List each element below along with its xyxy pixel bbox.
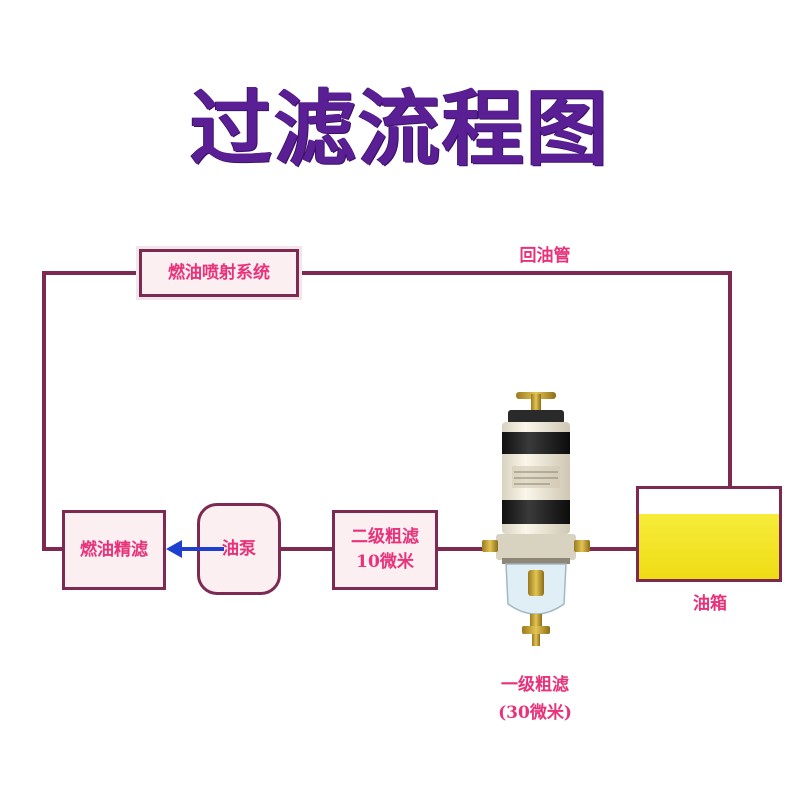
secondary-coarse-filter-box: 二级粗滤 10微米 bbox=[332, 510, 438, 590]
pipe-secondary-to-primary bbox=[436, 547, 488, 551]
secondary-filter-name: 二级粗滤 bbox=[351, 527, 419, 547]
fuel-tank bbox=[636, 486, 782, 582]
fuel-tank-label: 油箱 bbox=[693, 594, 727, 614]
primary-filter-rating: (30微米) bbox=[498, 703, 572, 723]
diagram-title: 过滤流程图 bbox=[189, 82, 610, 177]
oil-pump-label: 油泵 bbox=[222, 538, 256, 559]
pipe-top-right bbox=[298, 271, 732, 275]
fuel-level bbox=[639, 514, 779, 579]
fuel-injection-system-box: 燃油喷射系统 bbox=[139, 249, 299, 297]
primary-filter-name: 一级粗滤 bbox=[501, 675, 569, 695]
filter-cap bbox=[508, 410, 564, 424]
filter-drain-valve bbox=[530, 614, 542, 626]
fuel-fine-filter-box: 燃油精滤 bbox=[62, 510, 166, 590]
secondary-filter-rating: 10微米 bbox=[356, 552, 414, 572]
filter-band-bottom bbox=[502, 500, 570, 524]
pipe-left-bottom bbox=[42, 547, 64, 551]
pipe-pump-to-secondary bbox=[278, 547, 334, 551]
return-pipe-label: 回油管 bbox=[519, 246, 571, 266]
flow-arrow-icon bbox=[166, 540, 224, 558]
pipe-primary-to-tank bbox=[586, 547, 638, 551]
filter-band-top bbox=[502, 432, 570, 454]
fuel-injection-system-label: 燃油喷射系统 bbox=[168, 262, 270, 283]
pipe-right-vertical bbox=[728, 271, 732, 488]
fuel-fine-filter-label: 燃油精滤 bbox=[80, 539, 148, 560]
pipe-left-vertical bbox=[42, 271, 46, 551]
primary-filter-illustration bbox=[482, 392, 590, 646]
filter-mount-head bbox=[496, 534, 576, 560]
pipe-top-left bbox=[42, 271, 142, 275]
